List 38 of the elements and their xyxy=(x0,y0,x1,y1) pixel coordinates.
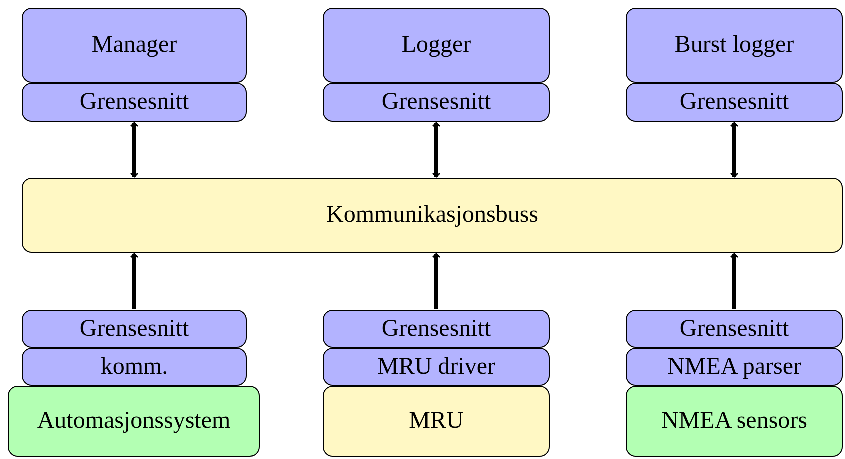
node-label: Burst logger xyxy=(674,32,794,59)
driver-box xyxy=(22,348,247,386)
node-label: Grensesnitt xyxy=(80,89,190,116)
interface-box xyxy=(626,310,843,348)
system-box xyxy=(626,386,843,457)
component-box xyxy=(22,8,247,83)
arrow xyxy=(730,122,739,178)
interface-box xyxy=(22,310,247,348)
driver-box xyxy=(626,348,843,386)
arrow xyxy=(130,122,139,178)
arrow xyxy=(130,253,139,309)
driver-box xyxy=(323,348,550,386)
node-label: Kommunikasjonsbuss xyxy=(326,202,538,229)
node-label: NMEA parser xyxy=(668,354,802,380)
arrow xyxy=(730,253,739,309)
device-box xyxy=(323,386,550,457)
node-label: Grensesnitt xyxy=(382,89,492,116)
interface-box xyxy=(323,310,550,348)
node-label: Manager xyxy=(92,32,178,59)
node-label: MRU driver xyxy=(378,354,496,380)
node-label: MRU xyxy=(409,408,464,435)
arrow xyxy=(432,122,441,178)
bus-box xyxy=(22,178,843,253)
node-label: Automasjonssystem xyxy=(37,408,231,435)
node-label: Grensesnitt xyxy=(680,89,790,116)
interface-box xyxy=(22,83,247,122)
node-label: Grensesnitt xyxy=(680,316,790,342)
system-box xyxy=(8,386,260,457)
interface-box xyxy=(626,83,843,122)
node-label: Grensesnitt xyxy=(80,316,190,342)
node-label: Logger xyxy=(402,32,472,59)
interface-box xyxy=(323,83,550,122)
node-label: NMEA sensors xyxy=(661,408,808,435)
arrow xyxy=(432,253,441,309)
node-label: Grensesnitt xyxy=(382,316,492,342)
component-box xyxy=(323,8,550,83)
node-label: komm. xyxy=(100,354,168,380)
component-box xyxy=(626,8,843,83)
